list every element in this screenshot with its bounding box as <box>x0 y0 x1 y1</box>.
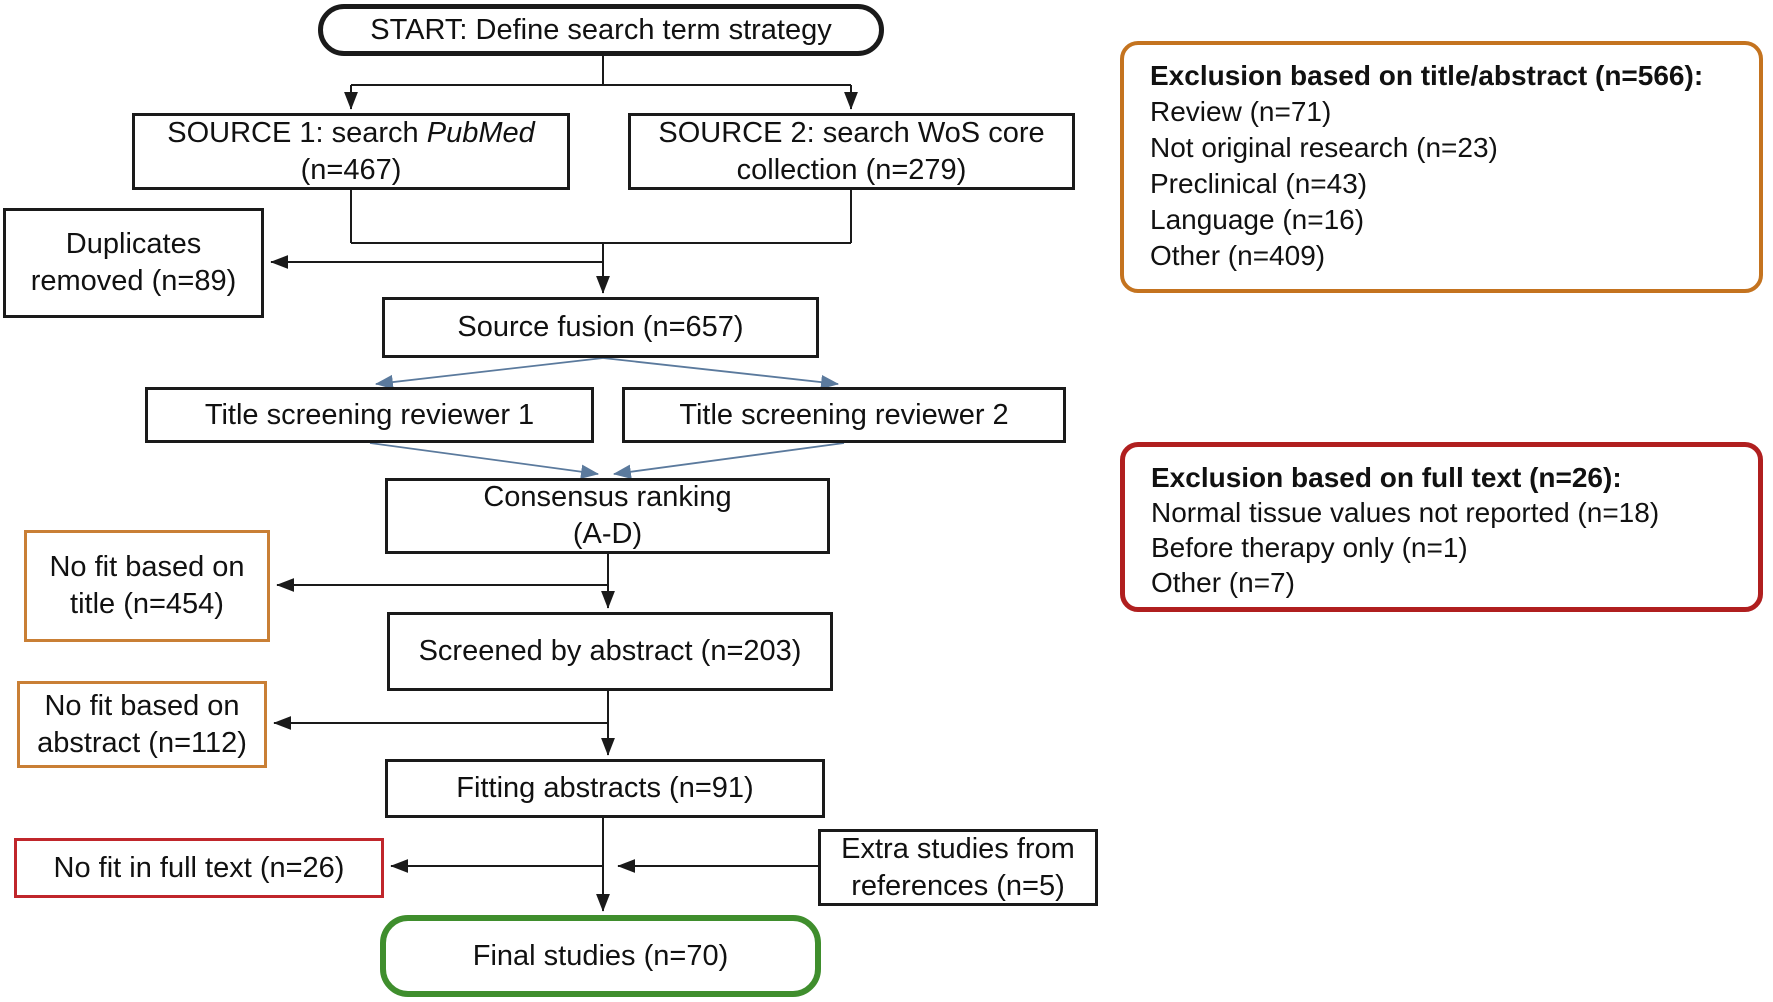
consensus-ranking-node: Consensus ranking (A-D) <box>385 478 830 554</box>
source-1-node: SOURCE 1: search PubMed (n=467) <box>132 113 570 190</box>
no-fit-abstract-node: No fit based on abstract (n=112) <box>17 681 267 768</box>
title-screening-reviewer-1-node: Title screening reviewer 1 <box>145 387 594 443</box>
blue-connectors <box>369 357 845 479</box>
exclusion-full-text-items: Normal tissue values not reported (n=18)… <box>1151 497 1660 598</box>
pubmed-italic-text: PubMed <box>426 116 535 149</box>
final-studies-node: Final studies (n=70) <box>380 915 821 997</box>
source-2-node: SOURCE 2: search WoS core collection (n=… <box>628 113 1075 190</box>
title-screening-reviewer-2-node: Title screening reviewer 2 <box>622 387 1066 443</box>
screened-by-abstract-node: Screened by abstract (n=203) <box>387 612 833 691</box>
exclusion-title-abstract-heading: Exclusion based on title/abstract (n=566… <box>1150 60 1704 91</box>
exclusion-full-text-panel: Exclusion based on full text (n=26): Nor… <box>1120 442 1763 612</box>
duplicates-removed-node: Duplicates removed (n=89) <box>3 208 264 318</box>
source-1-label: SOURCE 1: search PubMed (n=467) <box>167 116 535 186</box>
no-fit-title-node: No fit based on title (n=454) <box>24 530 270 642</box>
black-connectors <box>270 56 858 912</box>
start-node: START: Define search term strategy <box>318 4 884 56</box>
exclusion-title-abstract-items: Review (n=71) Not original research (n=2… <box>1150 96 1498 271</box>
exclusion-title-abstract-panel: Exclusion based on title/abstract (n=566… <box>1120 41 1763 293</box>
source-fusion-node: Source fusion (n=657) <box>382 297 819 358</box>
no-fit-full-text-node: No fit in full text (n=26) <box>14 838 384 898</box>
fitting-abstracts-node: Fitting abstracts (n=91) <box>385 759 825 818</box>
extra-studies-node: Extra studies from references (n=5) <box>818 829 1098 906</box>
exclusion-full-text-heading: Exclusion based on full text (n=26): <box>1151 462 1622 493</box>
